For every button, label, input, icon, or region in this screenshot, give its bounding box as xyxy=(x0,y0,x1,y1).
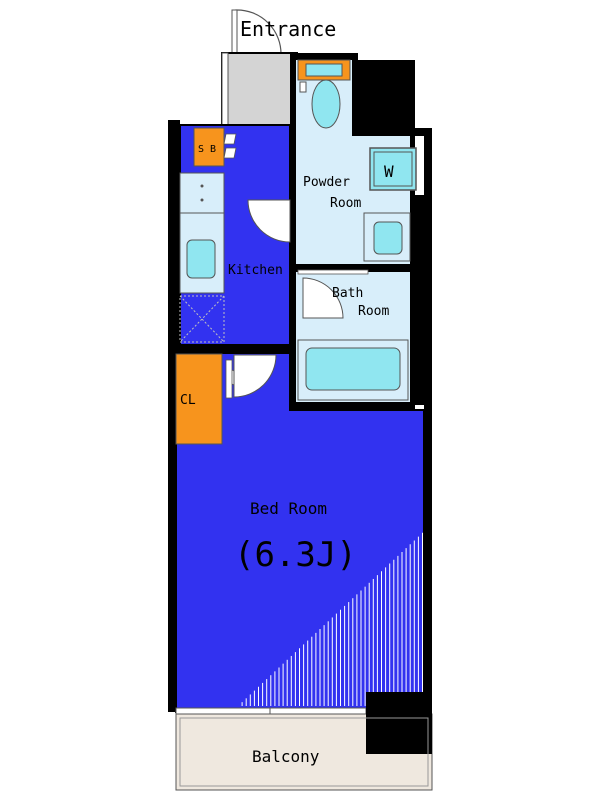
powder-room-label-line1: Powder xyxy=(303,175,350,190)
powder-room-label-line2: Room xyxy=(330,196,361,211)
kitchen-door xyxy=(247,199,291,243)
closet-label: CL xyxy=(180,393,196,408)
entrance-hall xyxy=(221,52,298,126)
bedroom-size: (6.3J) xyxy=(234,535,357,575)
closet xyxy=(175,353,223,445)
kitchen-counter xyxy=(179,172,225,294)
shoe-box-label: S B xyxy=(198,144,216,155)
washer-icon xyxy=(369,147,417,191)
balcony-label: Balcony xyxy=(252,747,320,766)
floor-hatch xyxy=(241,532,423,706)
kitchen-label: Kitchen xyxy=(228,263,283,278)
vanity-sink-icon xyxy=(363,212,411,262)
shoe-box xyxy=(193,127,225,167)
washer-label: W xyxy=(384,162,394,181)
bath-room-label-line1: Bath xyxy=(332,286,363,301)
entrance-label: Entrance xyxy=(240,17,336,41)
bath-door xyxy=(302,277,344,319)
bathtub-icon xyxy=(297,339,409,401)
bedroom-label: Bed Room xyxy=(250,499,327,518)
balcony-window xyxy=(175,707,367,715)
fridge-space xyxy=(179,295,225,343)
bath-room-label-line2: Room xyxy=(358,304,389,319)
partition-wall xyxy=(168,344,290,354)
bedroom-door xyxy=(233,354,277,398)
toilet-icon xyxy=(297,59,351,129)
